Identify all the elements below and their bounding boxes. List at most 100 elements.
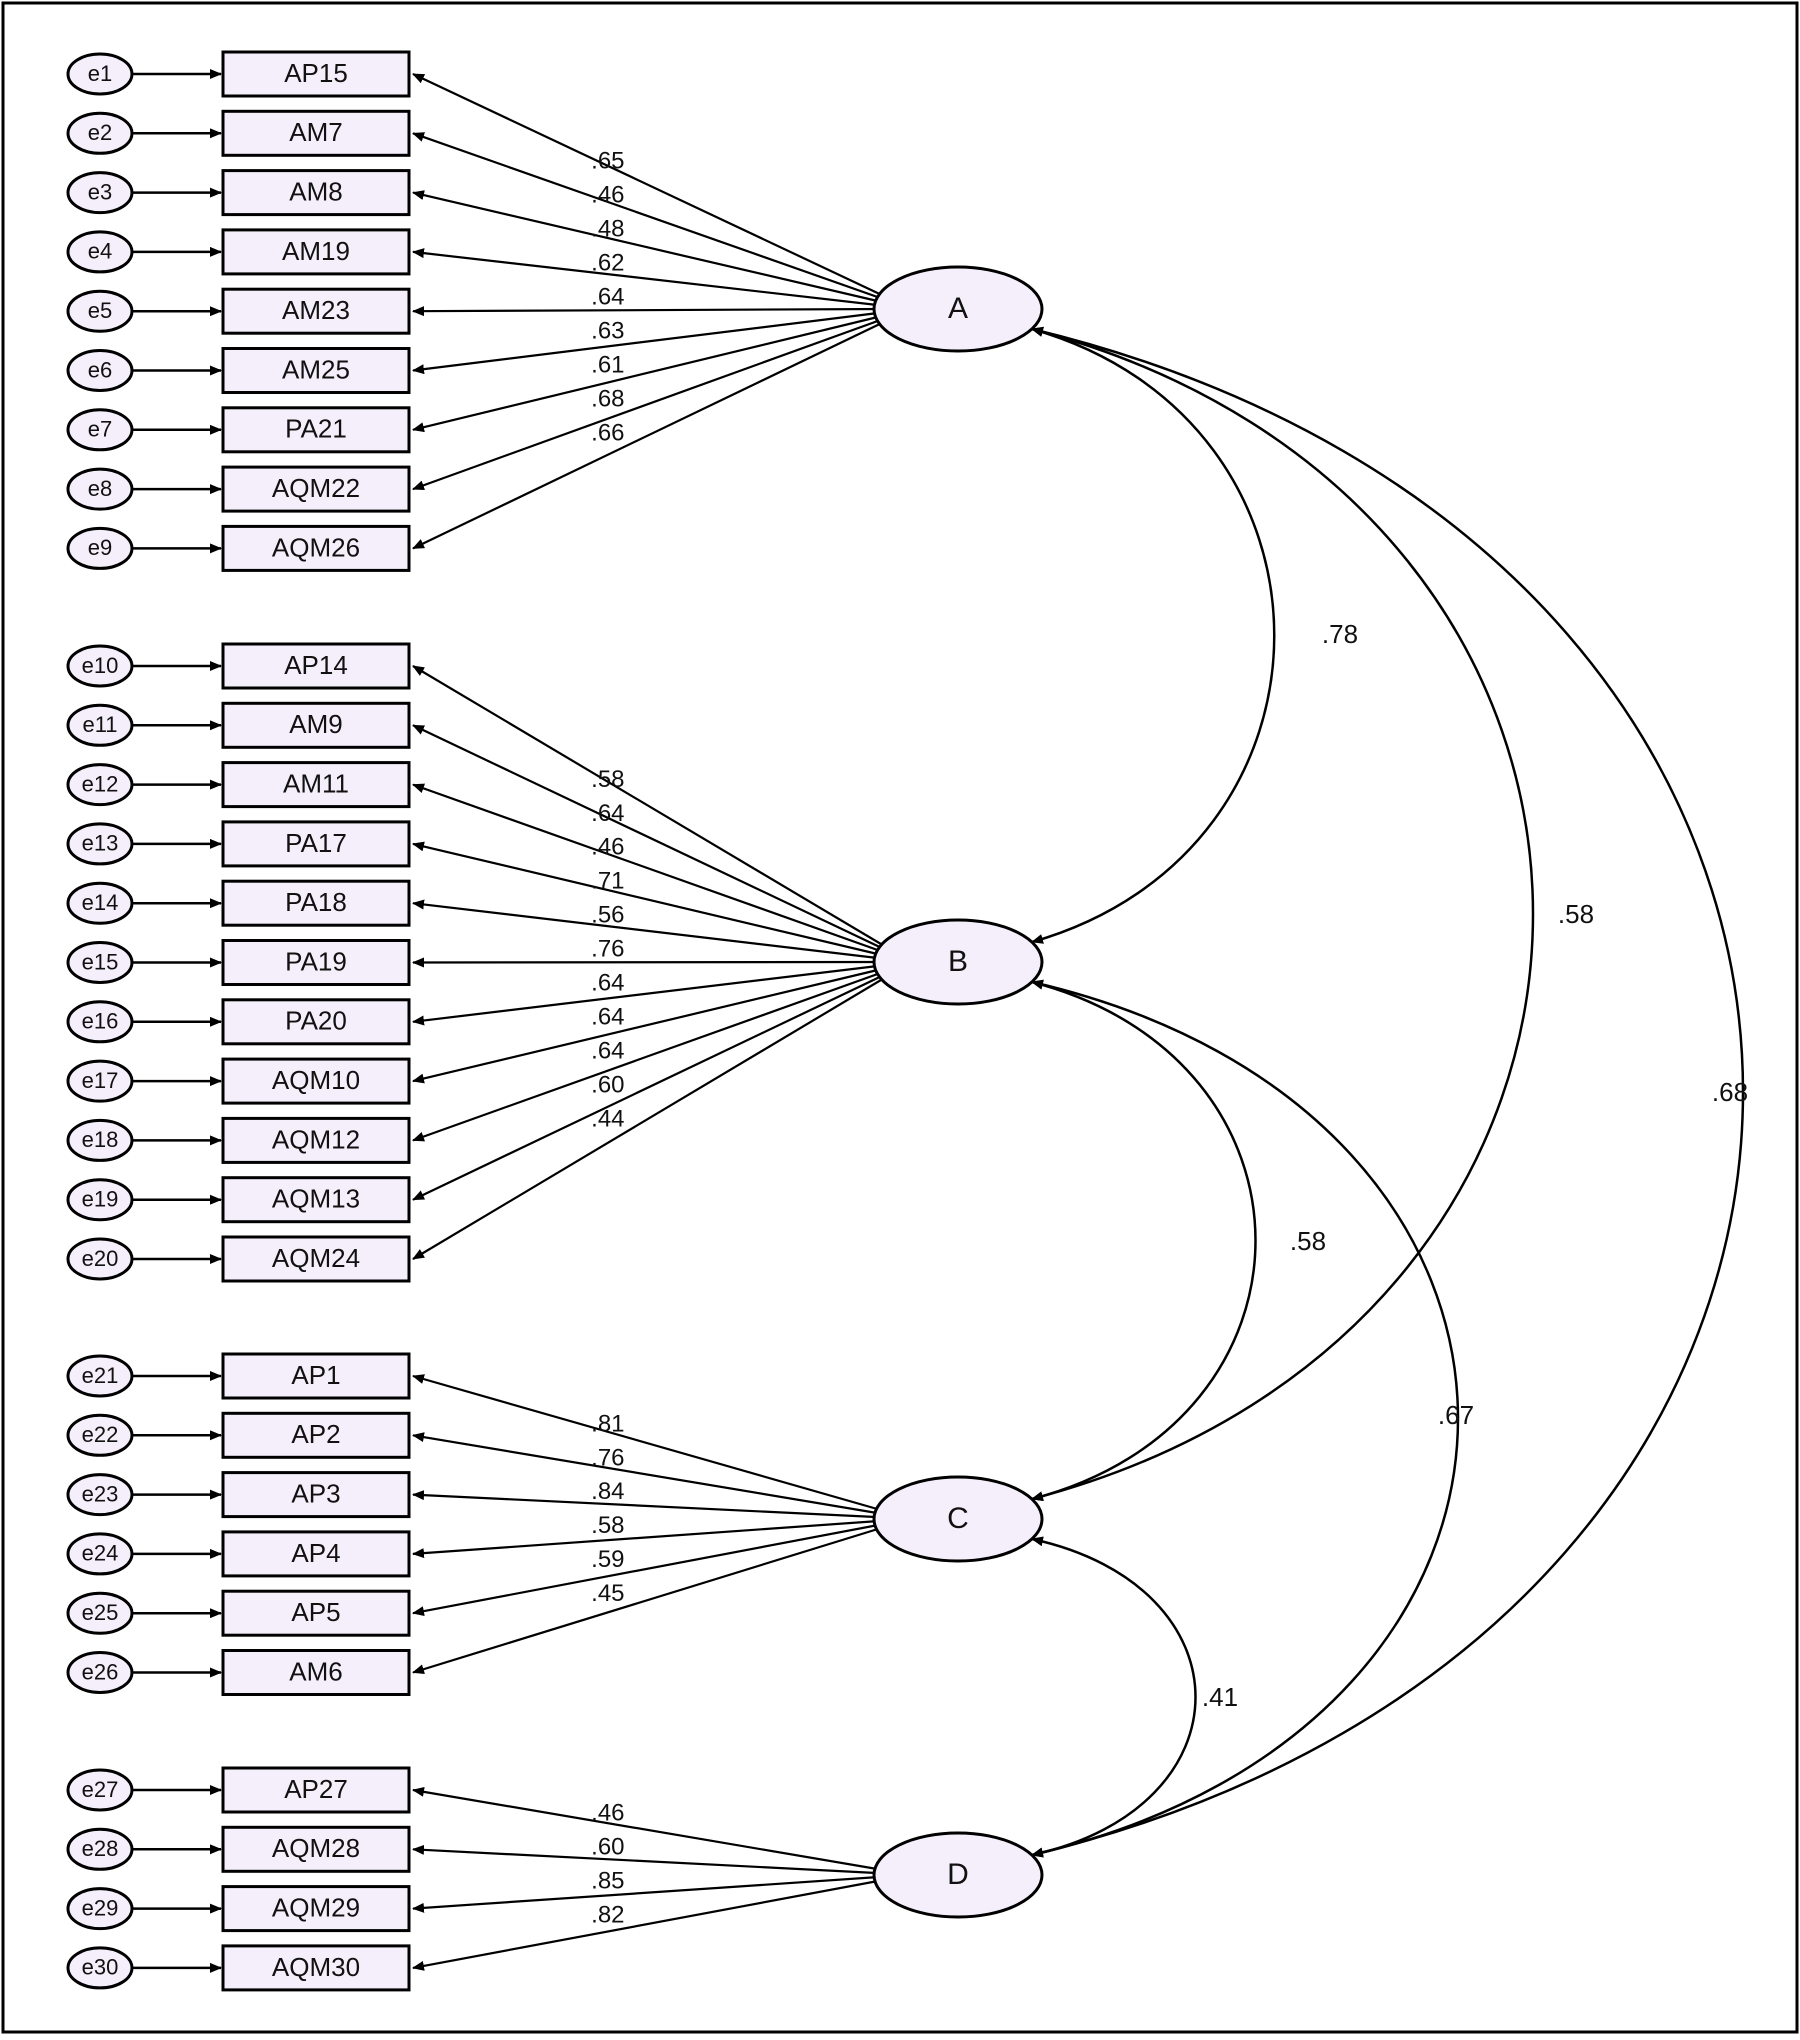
- error-term-label: e7: [88, 417, 112, 442]
- covariance-arc: [1031, 979, 1460, 1858]
- error-term-label: e23: [82, 1481, 119, 1506]
- error-term-label: e6: [88, 357, 112, 382]
- loading-path: [412, 1490, 887, 1519]
- indicator-box: [221, 50, 411, 98]
- loading-path: [412, 320, 887, 550]
- error-term-label: e26: [82, 1659, 119, 1684]
- covariance-coefficient: .58: [1558, 899, 1594, 929]
- indicator-label: AM9: [289, 709, 342, 739]
- error-term-label: e4: [88, 239, 112, 264]
- covariance-coefficient: .67: [1438, 1400, 1474, 1430]
- loading-path: [412, 1522, 887, 1617]
- indicator-label: AM25: [282, 354, 350, 384]
- covariance-coefficient: .58: [1290, 1226, 1326, 1256]
- error-term-label: e10: [82, 653, 119, 678]
- error-term-node: [66, 111, 134, 155]
- error-term-node: [66, 349, 134, 392]
- covariance-arc: [1031, 326, 1535, 1502]
- error-term-label: e12: [82, 771, 119, 796]
- loading-coefficient: .46: [591, 834, 624, 861]
- error-term-label: e30: [82, 1955, 119, 1980]
- error-term-node: [66, 703, 134, 747]
- indicator-label: AP15: [284, 58, 348, 88]
- error-term-node: [66, 1000, 134, 1044]
- error-term-node: [66, 644, 134, 688]
- loading-path: [412, 724, 887, 951]
- indicator-box: [221, 1352, 411, 1400]
- error-term-node: [66, 1059, 134, 1103]
- indicator-label: AM6: [289, 1656, 342, 1686]
- indicator-box: [221, 347, 411, 394]
- edges-layer: [132, 69, 1745, 1973]
- indicator-box: [221, 406, 411, 454]
- latent-c-node: [872, 1475, 1044, 1563]
- error-term-node: [66, 1178, 134, 1222]
- error-term-label: e2: [88, 120, 112, 145]
- loading-coefficient: .60: [591, 1834, 624, 1861]
- error-term-node: [66, 822, 134, 866]
- loading-coefficient: .85: [591, 1867, 624, 1894]
- error-term-label: e28: [82, 1836, 119, 1861]
- error-term-node: [66, 763, 134, 807]
- indicator-label: AQM10: [272, 1065, 360, 1095]
- loading-path: [412, 306, 887, 317]
- indicator-label: AM23: [282, 295, 350, 325]
- indicator-box: [221, 1411, 411, 1459]
- error-term-node: [66, 1887, 134, 1931]
- error-term-node: [66, 289, 134, 333]
- error-term-label: e8: [88, 476, 112, 501]
- error-term-label: e1: [88, 61, 112, 86]
- loading-path: [412, 841, 887, 958]
- latent-d-node: [872, 1831, 1044, 1919]
- indicator-label: AP27: [284, 1774, 348, 1804]
- error-term-node: [66, 881, 134, 925]
- indicator-box: [221, 1530, 411, 1578]
- loading-path: [412, 1875, 887, 1913]
- loading-path: [412, 783, 887, 955]
- error-term-node: [66, 1651, 134, 1694]
- error-term-node: [66, 408, 134, 452]
- loading-coefficient: .56: [591, 902, 624, 929]
- loading-coefficient: .60: [591, 1071, 624, 1098]
- error-term-node: [66, 1827, 134, 1871]
- loading-coefficient: .64: [591, 284, 624, 311]
- error-term-node: [66, 230, 134, 274]
- indicator-box: [221, 1944, 411, 1992]
- indicator-box: [221, 109, 411, 157]
- loading-coefficient: .59: [591, 1546, 624, 1573]
- loading-coefficient: .63: [591, 318, 624, 345]
- indicator-box: [221, 879, 411, 927]
- loading-coefficient: .71: [591, 868, 624, 895]
- indicator-label: PA21: [285, 414, 347, 444]
- loading-path: [412, 969, 887, 1142]
- indicator-label: PA17: [285, 828, 347, 858]
- indicator-label: PA18: [285, 887, 347, 917]
- loading-path: [412, 316, 887, 491]
- indicator-label: AM8: [289, 176, 342, 206]
- error-term-node: [66, 1532, 134, 1576]
- indicator-box: [221, 1885, 411, 1933]
- indicator-box: [221, 169, 411, 217]
- indicator-label: AP5: [291, 1597, 340, 1627]
- error-term-label: e27: [82, 1777, 119, 1802]
- latent-b-node: [872, 918, 1044, 1006]
- loading-coefficient: .84: [591, 1478, 624, 1505]
- indicator-box: [221, 761, 411, 809]
- error-term-label: e21: [82, 1363, 119, 1388]
- loading-coefficient: .64: [591, 1004, 624, 1031]
- loading-path: [412, 1844, 887, 1875]
- indicator-label: AQM29: [272, 1892, 360, 1922]
- loading-coefficient: .64: [591, 800, 624, 827]
- error-term-label: e5: [88, 298, 112, 323]
- latent-a-label: A: [948, 292, 968, 325]
- indicator-label: AQM26: [272, 532, 360, 562]
- loading-coefficient: .64: [591, 1038, 624, 1065]
- loading-path: [412, 313, 887, 433]
- indicator-label: AM11: [283, 768, 349, 798]
- error-term-label: e18: [82, 1127, 119, 1152]
- loading-coefficient: .46: [591, 1800, 624, 1827]
- error-term-node: [66, 52, 134, 96]
- indicator-box: [221, 524, 411, 572]
- error-term-label: e16: [82, 1009, 119, 1034]
